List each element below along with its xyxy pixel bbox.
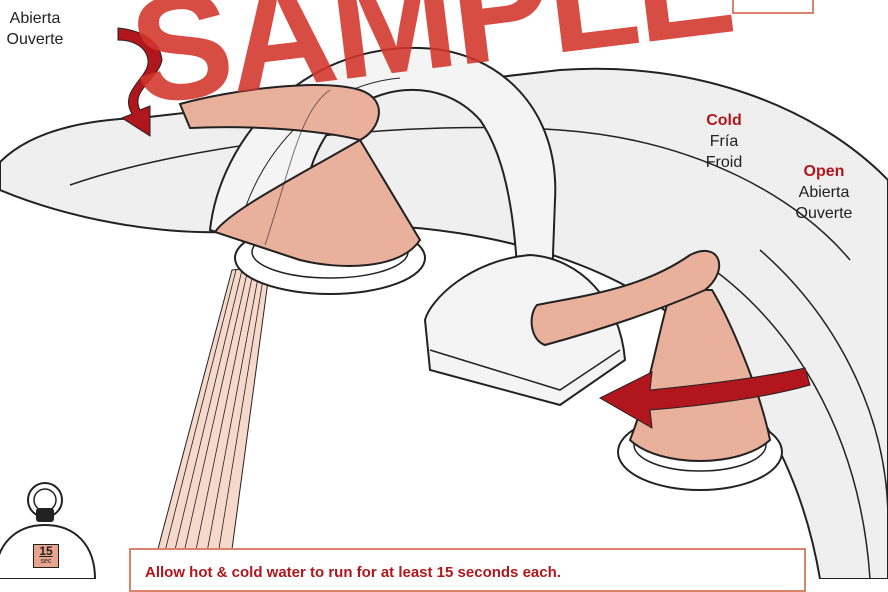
timer-unit: sec	[34, 558, 58, 566]
timer-badge: 15 sec	[33, 544, 59, 568]
water-stream	[150, 266, 270, 579]
cold-open-spanish: Abierta	[776, 182, 872, 203]
instruction-note-box: Allow hot & cold water to run for at lea…	[129, 548, 806, 592]
cold-french: Froid	[684, 152, 764, 173]
timer-value: 15	[34, 545, 58, 558]
hot-open-label: Abierta Ouverte	[0, 0, 70, 50]
hot-open-french: Ouverte	[0, 29, 70, 50]
cold-title: Cold	[684, 110, 764, 131]
top-callout-box	[732, 0, 814, 14]
cold-open-french: Ouverte	[776, 203, 872, 224]
cold-spanish: Fría	[684, 131, 764, 152]
cold-open-title: Open	[776, 161, 872, 182]
hot-open-spanish: Abierta	[0, 8, 70, 29]
cold-open-label: Open Abierta Ouverte	[776, 161, 872, 224]
cold-label: Cold Fría Froid	[684, 110, 764, 173]
instruction-note-text: Allow hot & cold water to run for at lea…	[145, 564, 561, 581]
